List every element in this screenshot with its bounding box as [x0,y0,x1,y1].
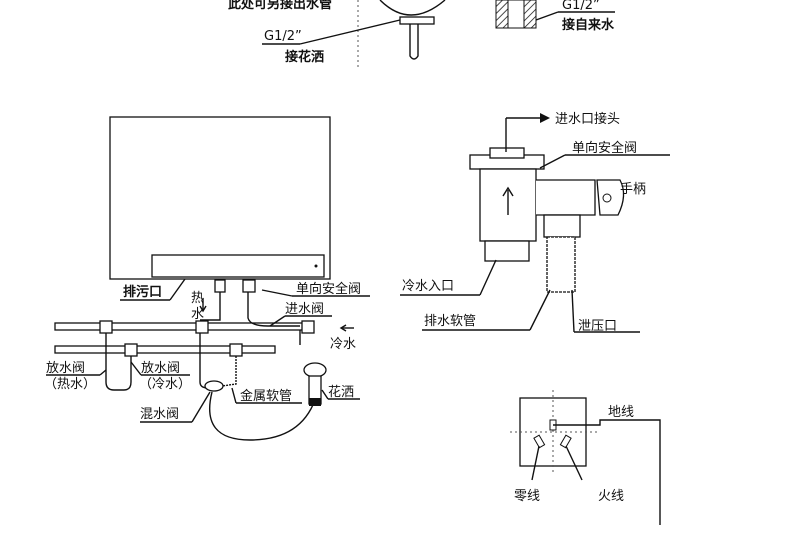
outlet-note: 此处可另接出水管 [228,0,332,12]
cold-inlet-thread [484,240,530,262]
cold-inlet-pipe [247,280,300,327]
ground-label: 地线 [608,405,634,420]
shower-fitting [399,16,435,25]
hot-water-label-2: 水 [191,307,204,322]
metal-hose [221,356,237,387]
socket-wiring-diagram: 地线 零线 火线 [510,390,661,525]
shower-pipe [409,24,419,60]
safety-valve-diagram: 进水口接头 单向安全阀 手柄 冷水入口 排水软管 泄压口 [400,111,670,334]
inlet-thread-label: G1/2” [562,0,600,13]
mixer-valve-body [379,0,446,16]
check-valve-label: 单向安全阀 [296,281,361,297]
hot-water-label-1: 热 [191,291,204,306]
neutral-slot [533,434,546,449]
relief-port-label: 泄压口 [578,319,617,334]
metal-hose-label: 金属软管 [240,388,292,404]
cold-inlet-label: 冷水入口 [402,279,454,294]
safety-check-valve-label: 单向安全阀 [572,140,637,156]
shower-thread-label: G1/2” [264,29,302,44]
live-label: 火线 [598,489,624,504]
shower-label: 花洒 [328,384,354,400]
drain-valve-cold-sub: （冷水） [139,377,191,392]
drain-hose [546,236,576,293]
mixing-valve [204,380,224,392]
shower-connect-label: 接花洒 [285,49,324,65]
mixing-valve-label: 混水阀 [140,407,179,422]
heater-installation: 排污口 热 水 单向安全阀 进水阀 冷水 放水阀 （热水） 放水阀 （冷水） 金… [44,116,370,441]
drain-valve-loop [105,333,132,391]
drain-outlet-label: 排污口 [123,284,162,300]
cold-water-pipe [54,345,276,354]
heater-bottom-panel [151,254,325,278]
drain-hose-label: 排水软管 [424,314,476,329]
cold-water-label: 冷水 [330,337,356,352]
valve-side-arm [536,179,596,216]
top-fittings: 此处可另接出水管 G1/2” 接花洒 G1/2” 接自来水 [228,0,615,68]
hot-outlet-pipe [200,280,221,321]
neutral-label: 零线 [514,489,540,504]
live-slot [559,434,572,449]
check-valve [242,279,256,293]
inlet-fitting-label: 进水口接头 [555,111,620,127]
drain-valve-hot-label: 放水阀 [46,361,85,376]
shower-hose [208,391,316,441]
drain-valve-hot-sub: （热水） [44,377,96,392]
inlet-valve-label: 进水阀 [285,302,324,317]
ground-wire [553,419,661,525]
handle-label: 手柄 [620,182,646,197]
shower-head [303,362,327,378]
inlet-connect-label: 接自来水 [562,17,615,33]
water-heater-tank [109,116,331,280]
drain-valve-cold-label: 放水阀 [141,361,180,376]
